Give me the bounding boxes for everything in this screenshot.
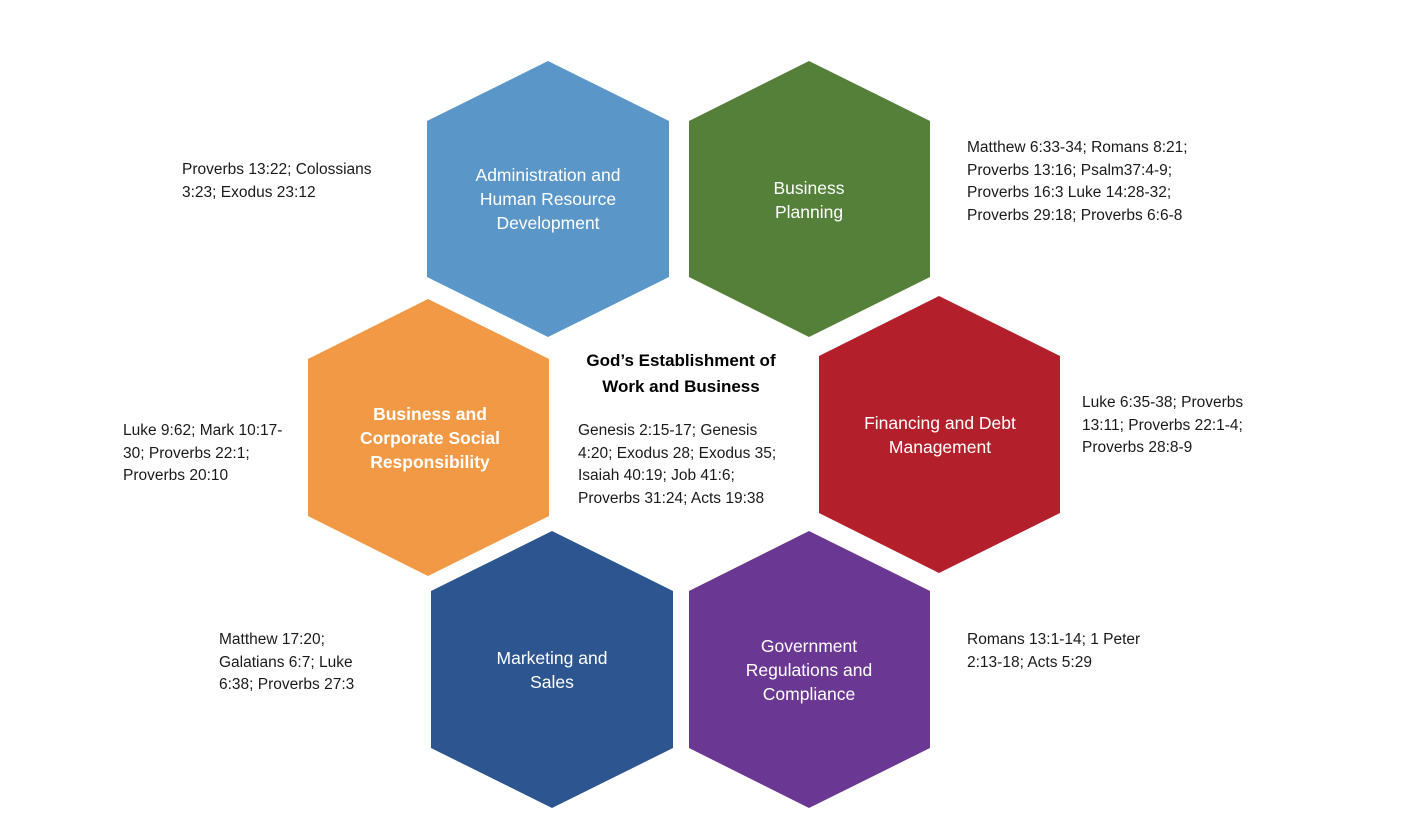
hexagon-label-planning: Business Planning	[744, 160, 874, 240]
hexagon-government	[689, 531, 930, 808]
hexagon-label-csr: Business and Corporate Social Responsibi…	[350, 398, 510, 478]
hexagon-admin	[427, 61, 669, 337]
hexagon-planning	[689, 61, 930, 337]
government-label-text: Government Regulations and Compliance	[745, 636, 873, 704]
references-admin: Proverbs 13:22; Colossians 3:23; Exodus …	[182, 161, 372, 201]
references-csr: Luke 9:62; Mark 10:17-30; Proverbs 22:1;…	[123, 422, 283, 484]
references-financing: Luke 6:35-38; Proverbs 13:11; Proverbs 2…	[1082, 394, 1244, 456]
references-planning: Matthew 6:33-34; Romans 8:21; Proverbs 1…	[967, 139, 1188, 224]
center-title: God’s Establishment of Work and Business	[586, 351, 776, 396]
planning-label-text: Business Planning	[773, 178, 845, 222]
hexagon-label-admin: Administration and Human Resource Develo…	[468, 140, 628, 258]
references-marketing: Matthew 17:20; Galatians 6:7; Luke 6:38;…	[219, 631, 355, 693]
hexagon-label-marketing: Marketing and Sales	[476, 630, 628, 710]
hexagon-financing	[819, 296, 1060, 573]
center-references: Genesis 2:15-17; Genesis 4:20; Exodus 28…	[578, 422, 777, 507]
hexagon-label-government: Government Regulations and Compliance	[729, 630, 889, 710]
admin-label-text: Administration and Human Resource Develo…	[475, 165, 621, 233]
marketing-label-text: Marketing and Sales	[496, 648, 608, 692]
hexagon-csr	[308, 299, 549, 576]
financing-label-text: Financing and Debt Management	[864, 413, 1016, 457]
csr-label-text: Business and Corporate Social Responsibi…	[359, 404, 501, 472]
hexagon-label-financing: Financing and Debt Management	[850, 395, 1030, 475]
references-government: Romans 13:1-14; 1 Peter 2:13-18; Acts 5:…	[967, 631, 1141, 671]
hexagon-marketing	[431, 531, 673, 808]
